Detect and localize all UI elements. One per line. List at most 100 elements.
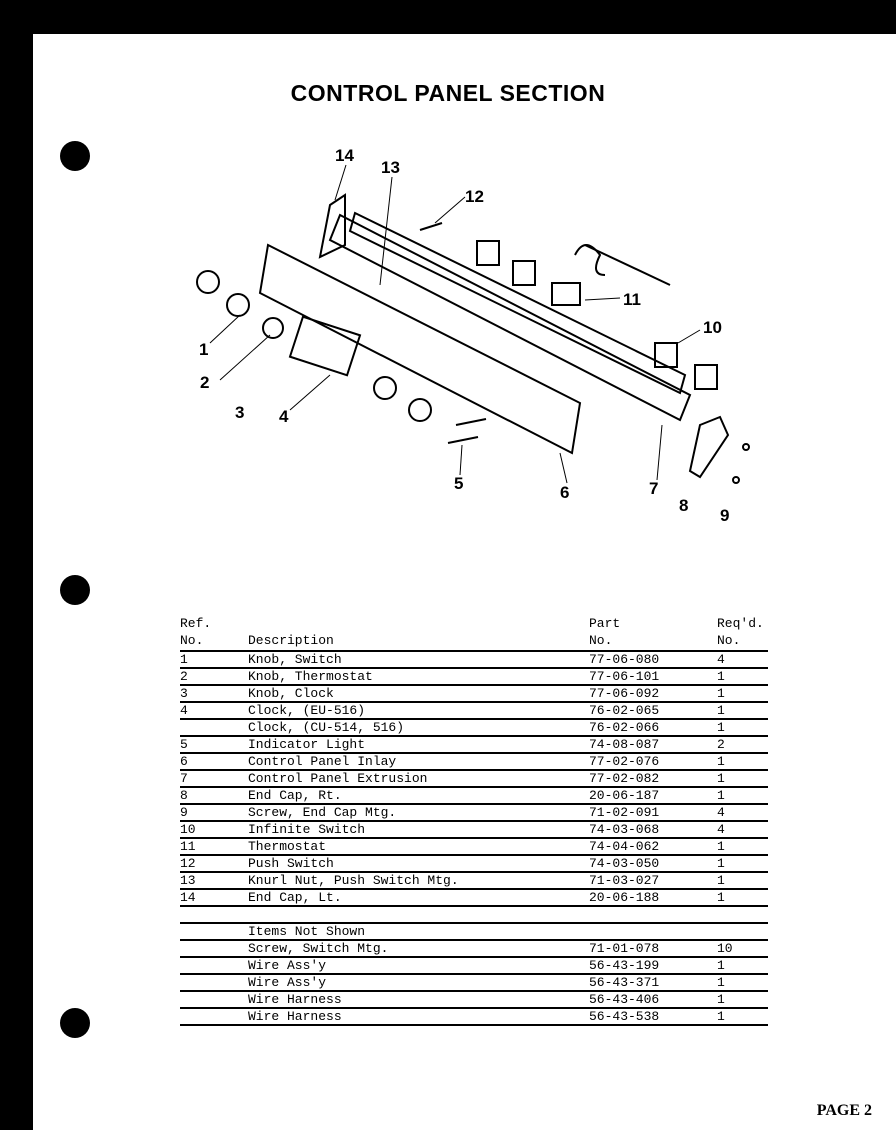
callout-12: 12: [465, 187, 484, 206]
table-row: 12 Push Switch 74-03-050 1: [180, 856, 768, 873]
description-cell: Wire Harness: [248, 992, 342, 1007]
header-part-line2: No.: [589, 633, 613, 648]
thermostat-part: [551, 282, 581, 306]
callout-8: 8: [679, 496, 688, 515]
quantity-cell: 1: [717, 839, 725, 854]
quantity-cell: 1: [717, 669, 725, 684]
quantity-cell: 1: [717, 873, 725, 888]
knob: [196, 270, 220, 294]
indicator-light: [455, 418, 487, 426]
description-cell: Clock, (CU-514, 516): [248, 720, 405, 735]
part-number-cell: 71-02-091: [589, 805, 660, 820]
part-number-cell: 74-04-062: [589, 839, 660, 854]
part-number-cell: 71-01-078: [589, 941, 660, 956]
ref-cell: 12: [180, 856, 196, 871]
quantity-cell: 1: [717, 975, 725, 990]
switch-part: [694, 364, 718, 390]
ref-cell: 13: [180, 873, 196, 888]
capillary-tube: [584, 244, 671, 286]
callout-11: 11: [623, 290, 641, 309]
table-row: 3 Knob, Clock 77-06-092 1: [180, 686, 768, 703]
switch-part: [654, 342, 678, 368]
callout-5: 5: [454, 474, 463, 493]
part-number-cell: 56-43-406: [589, 992, 660, 1007]
part-number-cell: 77-02-082: [589, 771, 660, 786]
description-cell: Knob, Switch: [248, 652, 342, 667]
description-cell: Wire Ass'y: [248, 958, 327, 973]
description-cell: End Cap, Lt.: [248, 890, 342, 905]
part-number-cell: 77-06-080: [589, 652, 660, 667]
table-header: Ref. No. Description Part No. Req'd. No.: [180, 616, 768, 652]
binder-hole-top: [60, 141, 90, 171]
screw-part: [732, 476, 740, 484]
not-shown-label: Items Not Shown: [248, 924, 366, 939]
part-number-cell: 56-43-199: [589, 958, 660, 973]
screw-part: [742, 443, 750, 451]
header-qty-line2: No.: [717, 633, 741, 648]
ref-cell: 11: [180, 839, 196, 854]
quantity-cell: 1: [717, 686, 725, 701]
quantity-cell: 1: [717, 703, 725, 718]
switch-part: [512, 260, 536, 286]
table-row: Wire Harness 56-43-406 1: [180, 992, 768, 1009]
switch-part: [476, 240, 500, 266]
part-number-cell: 77-06-092: [589, 686, 660, 701]
description-cell: Infinite Switch: [248, 822, 366, 837]
description-cell: Knob, Thermostat: [248, 669, 373, 684]
description-cell: Wire Harness: [248, 1009, 342, 1024]
ref-cell: 3: [180, 686, 188, 701]
part-number-cell: 74-03-050: [589, 856, 660, 871]
page-title: CONTROL PANEL SECTION: [290, 80, 606, 106]
ref-cell: 14: [180, 890, 196, 905]
binder-hole-middle: [60, 575, 90, 605]
ref-cell: 7: [180, 771, 188, 786]
quantity-cell: 1: [717, 992, 725, 1007]
description-cell: Push Switch: [248, 856, 334, 871]
part-number-cell: 20-06-187: [589, 788, 660, 803]
quantity-cell: 1: [717, 771, 725, 786]
quantity-cell: 1: [717, 856, 725, 871]
description-cell: Screw, Switch Mtg.: [248, 941, 389, 956]
callout-1: 1: [199, 340, 208, 359]
callout-4: 4: [279, 407, 289, 426]
indicator-light: [447, 436, 479, 444]
ref-cell: 6: [180, 754, 188, 769]
quantity-cell: 4: [717, 822, 725, 837]
description-cell: Knob, Clock: [248, 686, 334, 701]
quantity-cell: 1: [717, 788, 725, 803]
part-number-cell: 74-03-068: [589, 822, 660, 837]
description-cell: Screw, End Cap Mtg.: [248, 805, 397, 820]
callout-2: 2: [200, 373, 209, 392]
part-number-cell: 71-03-027: [589, 873, 660, 888]
parts-table: Ref. No. Description Part No. Req'd. No.…: [180, 616, 768, 1026]
description-cell: Indicator Light: [248, 737, 366, 752]
callout-9: 9: [720, 506, 729, 525]
end-cap-right: [688, 415, 730, 479]
part-number-cell: 74-08-087: [589, 737, 660, 752]
ref-cell: 10: [180, 822, 196, 837]
part-number-cell: 76-02-065: [589, 703, 660, 718]
extrusion-back: [348, 211, 687, 395]
callout-14: 14: [335, 146, 354, 165]
table-spacer: [180, 907, 768, 924]
header-ref-line2: No.: [180, 633, 204, 648]
description-cell: End Cap, Rt.: [248, 788, 342, 803]
document-sheet: [33, 34, 896, 1130]
ref-cell: 9: [180, 805, 188, 820]
header-part-line1: Part: [589, 616, 621, 631]
knob: [226, 293, 250, 317]
part-number-cell: 20-06-188: [589, 890, 660, 905]
quantity-cell: 1: [717, 720, 725, 735]
callout-13: 13: [381, 158, 400, 177]
